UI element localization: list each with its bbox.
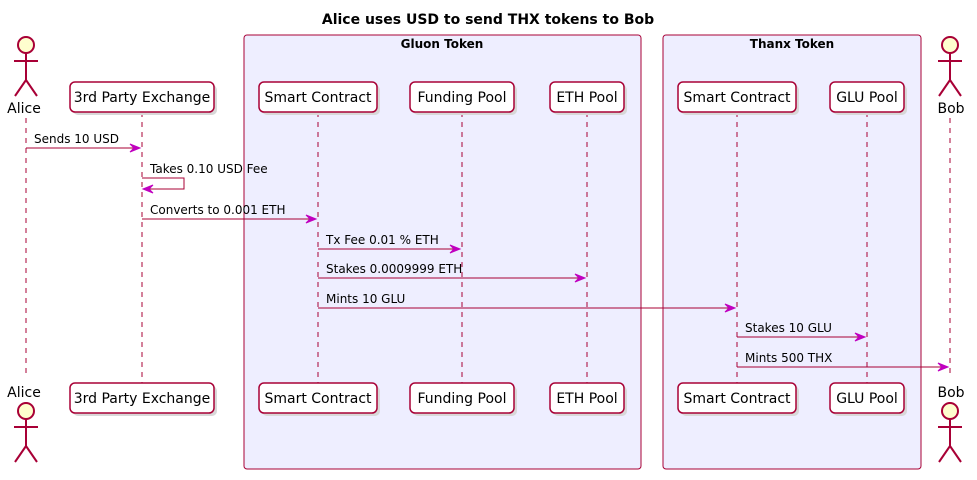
participant-label: 3rd Party Exchange (74, 391, 211, 407)
actor-bob-top: Bob (937, 36, 965, 117)
participant-glu_pool-bottom: GLU Pool (829, 382, 907, 416)
participant-eth_pool-bottom: ETH Pool (549, 382, 627, 416)
participant-box (69, 81, 215, 113)
participant-label: ETH Pool (556, 90, 617, 106)
participant-box (677, 81, 797, 113)
message: Converts to 0.001 ETH (142, 203, 318, 224)
actor-head (17, 402, 35, 420)
participant-thanx_contract-top: Smart Contract (677, 81, 799, 115)
participant-box (829, 382, 905, 414)
participant-funding_pool-bottom: Funding Pool (409, 382, 517, 416)
message-label: Stakes 0.0009999 ETH (326, 262, 462, 276)
message-label: Converts to 0.001 ETH (150, 203, 285, 217)
actor-label: Alice (7, 385, 41, 401)
message-label: Stakes 10 GLU (745, 321, 832, 335)
participant-box (549, 382, 625, 414)
participant-label: ETH Pool (556, 391, 617, 407)
participant-box (409, 81, 515, 113)
message-label: Tx Fee 0.01 % ETH (325, 233, 439, 247)
participant-thanx_contract-bottom: Smart Contract (677, 382, 799, 416)
message-label: Mints 10 GLU (326, 292, 405, 306)
participant-label: Smart Contract (264, 90, 372, 106)
actor-bob-bottom: Bob (937, 385, 965, 463)
participant-label: Smart Contract (264, 391, 372, 407)
message-label: Sends 10 USD (34, 132, 119, 146)
group-title: Thanx Token (750, 37, 834, 51)
actor-alice-bottom: Alice (7, 385, 41, 463)
message: Sends 10 USD (26, 132, 142, 153)
participant-glu_pool-top: GLU Pool (829, 81, 907, 115)
participant-box (677, 382, 797, 414)
actor-label: Bob (937, 385, 964, 401)
participant-box (829, 81, 905, 113)
participant-gluon_contract-bottom: Smart Contract (258, 382, 380, 416)
lifelines-layer (25, 112, 951, 383)
arrow-head (937, 362, 950, 372)
participant-label: GLU Pool (836, 90, 898, 106)
actor-body (938, 53, 962, 97)
boxes-layer: Gluon Token Thanx Token (243, 34, 922, 470)
arrow-head (141, 184, 154, 194)
group-title: Gluon Token (401, 37, 484, 51)
actor-alice-top: Alice (7, 36, 41, 117)
participant-exchange-bottom: 3rd Party Exchange (69, 382, 217, 416)
arrow-head (724, 303, 737, 313)
participant-box (258, 382, 378, 414)
participant-label: GLU Pool (836, 391, 898, 407)
participant-box (258, 81, 378, 113)
arrow-head (574, 273, 587, 283)
group-box (243, 34, 642, 470)
participant-funding_pool-top: Funding Pool (409, 81, 517, 115)
actor-head (17, 36, 35, 54)
participant-label: Funding Pool (418, 391, 507, 407)
participant-gluon_contract-top: Smart Contract (258, 81, 380, 115)
arrow-head (854, 332, 867, 342)
participant-label: 3rd Party Exchange (74, 90, 211, 106)
actor-body (938, 419, 962, 463)
participant-box (69, 382, 215, 414)
participant-box (549, 81, 625, 113)
message-label: Takes 0.10 USD Fee (149, 162, 268, 176)
group-box (662, 34, 922, 470)
message-label: Mints 500 THX (745, 351, 832, 365)
participant-exchange-top: 3rd Party Exchange (69, 81, 217, 115)
actor-head (941, 402, 959, 420)
participant-label: Smart Contract (683, 90, 791, 106)
arrow-head (129, 143, 142, 153)
message: Tx Fee 0.01 % ETH (318, 233, 462, 254)
participant-box (409, 382, 515, 414)
actor-label: Alice (7, 101, 41, 117)
message: Takes 0.10 USD Fee (141, 162, 268, 194)
arrow-line (142, 177, 185, 190)
arrow-head (449, 244, 462, 254)
message: Stakes 0.0009999 ETH (318, 262, 587, 283)
actor-body (14, 419, 38, 463)
arrow-head (305, 214, 318, 224)
message: Stakes 10 GLU (737, 321, 867, 342)
actor-body (14, 53, 38, 97)
participant-label: Smart Contract (683, 391, 791, 407)
diagram-title: Alice uses USD to send THX tokens to Bob (322, 12, 654, 28)
participant-label: Funding Pool (418, 90, 507, 106)
message: Mints 10 GLU (318, 292, 737, 313)
message: Mints 500 THX (737, 351, 950, 372)
actor-label: Bob (937, 101, 964, 117)
participant-eth_pool-top: ETH Pool (549, 81, 627, 115)
actor-head (941, 36, 959, 54)
